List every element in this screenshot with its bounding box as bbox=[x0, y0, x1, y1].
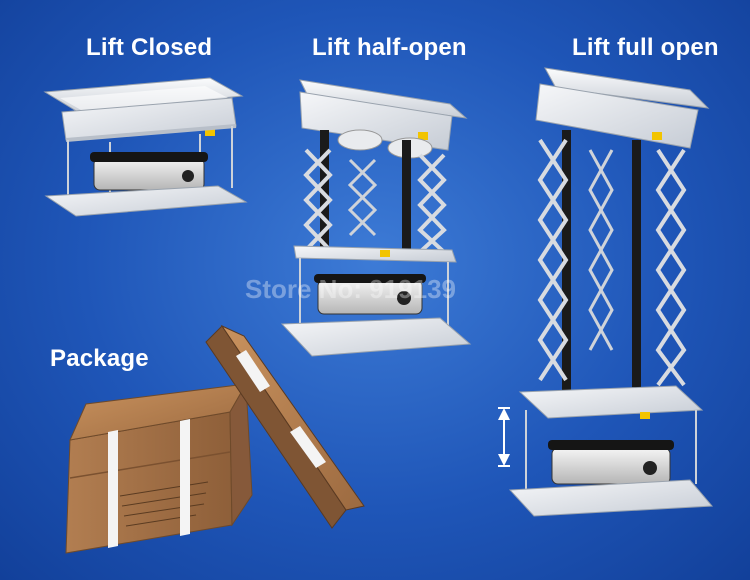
lift-full-open-image bbox=[498, 67, 714, 517]
lift-closed-image bbox=[43, 77, 248, 217]
lift-half-open-image bbox=[280, 79, 472, 357]
label-package: Package bbox=[50, 345, 149, 372]
label-lift-closed: Lift Closed bbox=[86, 34, 213, 61]
label-lift-full-open: Lift full open bbox=[572, 34, 719, 61]
package-image bbox=[65, 324, 365, 554]
label-lift-half-open: Lift half-open bbox=[312, 34, 467, 61]
store-watermark: Store No: 919139 bbox=[245, 274, 456, 304]
